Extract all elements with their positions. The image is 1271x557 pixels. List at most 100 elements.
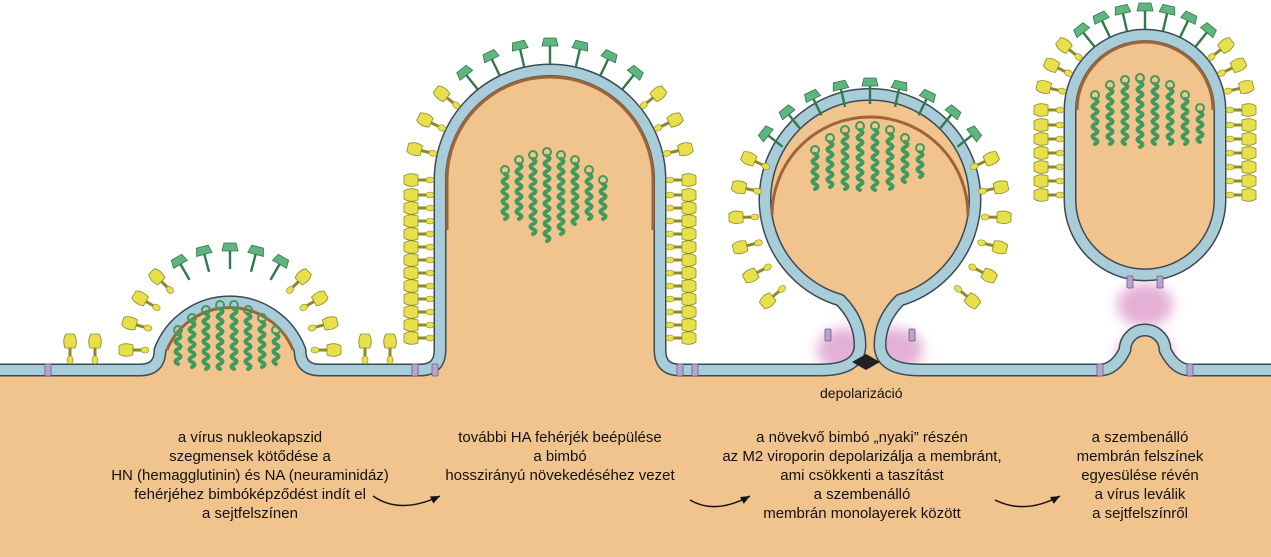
m2-channel-icon [692,364,698,376]
ha-spike-icon [637,84,668,113]
ha-spike-icon [404,267,434,280]
caption-line: egyesülése révén [1040,466,1240,485]
m2-channel-icon [1157,276,1163,288]
ha-spike-icon [662,141,694,160]
ha-spike-icon [1226,161,1256,174]
ha-spike-icon [283,267,313,297]
ha-spike-icon [131,289,163,315]
na-spike-icon [1113,4,1134,33]
ha-spike-icon [1226,189,1256,202]
ha-spike-icon [666,202,696,215]
ha-spike-icon [1035,79,1067,98]
ha-spike-icon [404,280,434,293]
ha-spike-icon [666,189,696,202]
ha-spike-icon [359,334,372,364]
caption-line: ami csökkenti a taszítást [722,466,1002,485]
bud-interiors [1070,35,1220,275]
ha-spike-icon [1034,104,1064,117]
ha-spike-icon [977,180,1009,199]
ha-spike-icon [119,344,149,357]
ha-spike-icon [404,215,434,228]
virion-interior [1070,35,1220,275]
ha-spike-icon [1034,147,1064,160]
ha-spike-icon [666,293,696,306]
ha-spike-icon [666,319,696,332]
ha-spike-icon [981,211,1011,224]
ha-spike-icon [758,282,789,311]
m2-channel-icon [825,329,831,341]
ha-spike-icon [404,174,434,187]
caption-line: szegmensek kötődése a [100,447,400,466]
ha-spike-icon [404,202,434,215]
ha-spike-icon [1034,189,1064,202]
caption-line: membrán monolayerek között [722,504,1002,523]
m2-channel-icon [1187,364,1193,376]
ha-spike-icon [666,254,696,267]
na-spike-icon [511,40,532,69]
ha-spike-icon [416,111,448,135]
ha-spike-icon [1226,104,1256,117]
step-1-caption: a vírus nukleokapszid szegmensek kötődés… [100,428,400,523]
ha-spike-icon [1054,36,1085,65]
m2-channel-icon [432,364,438,376]
caption-line: a vírus leválik [1040,485,1240,504]
ha-spike-icon [731,180,763,199]
caption-line: a bimbó [425,447,695,466]
ha-spike-icon [951,282,982,311]
ha-spike-icon [666,332,696,345]
ha-spike-icon [1215,56,1247,80]
ha-spike-icon [1226,147,1256,160]
ha-spike-icon [666,306,696,319]
ha-spike-icon [732,236,764,255]
ha-spike-icon [404,254,434,267]
m2-channel-icon [1097,364,1103,376]
m2-channel-icon [677,364,683,376]
depolarization-glow [1117,283,1173,327]
na-spike-icon [222,243,238,269]
na-spike-icon [1155,4,1176,33]
caption-line: a vírus nukleokapszid [100,428,400,447]
ha-spike-icon [404,332,434,345]
na-spike-icon [243,245,265,274]
ha-spike-icon [1034,133,1064,146]
ha-spike-icon [404,293,434,306]
ha-spike-icon [666,228,696,241]
ha-spike-icon [297,289,329,315]
ha-spike-icon [1226,175,1256,188]
step-4-caption: a szembenálló membrán felszínek egyesülé… [1040,428,1240,523]
ha-spike-icon [1042,56,1074,80]
ha-spike-icon [666,280,696,293]
ha-spike-icon [404,189,434,202]
m2-channel-icon [45,364,51,376]
ha-spike-icon [404,319,434,332]
ha-spike-icon [652,111,684,135]
na-spike-icon [568,40,589,69]
ha-spike-icon [976,236,1008,255]
ha-spike-icon [666,241,696,254]
caption-line: a növekvő bimbó „nyaki” részén [722,428,1002,447]
ha-spike-icon [1034,161,1064,174]
m2-channel-icon [1127,276,1133,288]
na-spike-icon [542,38,558,64]
ha-spike-icon [1223,79,1255,98]
m2-channel-icon [909,329,915,341]
ha-spike-icon [89,334,102,364]
step-3-caption: a növekvő bimbó „nyaki” részén az M2 vir… [722,428,1002,523]
caption-line: az M2 viroporin depolarizálja a membránt… [722,447,1002,466]
caption-line: membrán felszínek [1040,447,1240,466]
ha-spike-icon [404,228,434,241]
na-spike-icon [195,245,217,274]
ha-spike-icon [64,334,77,364]
ha-spike-icon [666,174,696,187]
caption-line: a szembenálló [722,485,1002,504]
na-spike-icon [1137,3,1153,29]
ha-spike-icon [404,306,434,319]
ha-spike-icon [742,260,774,285]
ha-spike-icon [307,315,339,335]
caption-line: fehérjéhez bimbóképződést indít el [100,485,400,504]
na-spike-icon [264,253,291,284]
ha-spike-icon [384,334,397,364]
caption-line: további HA fehérjék beépülése [425,428,695,447]
depolarization-label: depolarizáció [820,385,903,401]
step-2-caption: további HA fehérjék beépülése a bimbó ho… [425,428,695,485]
